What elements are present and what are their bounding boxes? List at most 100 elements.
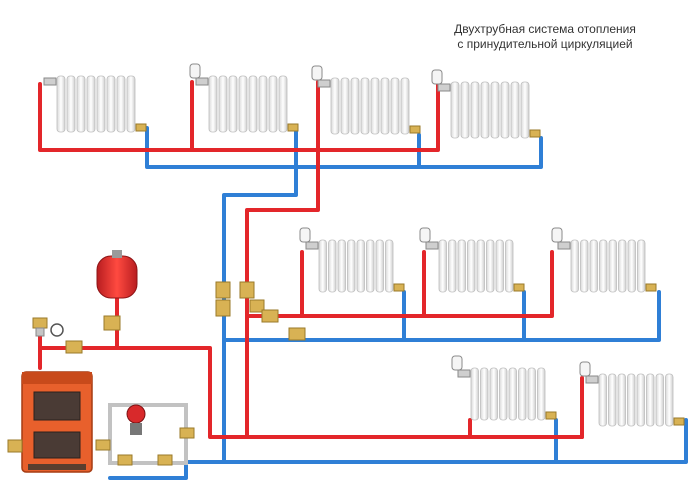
radiator-outlet-valve	[135, 123, 147, 132]
radiator-fin	[218, 75, 228, 133]
radiator-fin	[480, 367, 489, 421]
radiator-fin	[116, 75, 126, 133]
radiator-fin	[375, 239, 384, 293]
radiator-fin	[589, 239, 598, 293]
radiator-fin	[328, 239, 337, 293]
return-pipes	[108, 126, 688, 480]
radiator-fin	[330, 77, 340, 135]
radiator-fin	[608, 239, 617, 293]
expansion-tank	[96, 250, 138, 299]
supply-middle-main	[245, 250, 554, 318]
radiator-fin	[518, 367, 527, 421]
radiator-fin	[636, 373, 645, 427]
radiator-inlet-fitting	[585, 375, 599, 384]
radiator-fin	[618, 239, 627, 293]
thermostatic-head	[311, 65, 323, 81]
radiator-middle-2	[419, 227, 525, 293]
radiator-fin	[617, 373, 626, 427]
thermostatic-head	[579, 361, 591, 377]
radiator-fin	[350, 77, 360, 135]
radiator-top-4	[431, 69, 541, 139]
radiator-fin	[599, 239, 608, 293]
radiator-inlet-fitting	[437, 83, 451, 92]
title-line-1: Двухтрубная система отопления	[454, 22, 636, 36]
radiator-fin	[366, 239, 375, 293]
radiator-fin	[460, 81, 470, 139]
boiler	[21, 371, 93, 473]
return-to-boiler	[108, 460, 188, 480]
radiator-fin	[505, 239, 514, 293]
diagram-title: Двухтрубная система отопления с принудит…	[400, 22, 690, 52]
supply-main-riser	[245, 148, 320, 439]
radiator-fin	[457, 239, 466, 293]
radiator-fin	[627, 239, 636, 293]
thermostatic-head	[419, 227, 431, 243]
radiator-inlet-fitting	[195, 77, 209, 86]
radiator-fin	[390, 77, 400, 135]
radiator-fin	[495, 239, 504, 293]
radiator-fin	[278, 75, 288, 133]
radiator-fin	[66, 75, 76, 133]
radiator-fin	[76, 75, 86, 133]
thermostatic-head	[431, 69, 443, 85]
radiator-fin	[527, 367, 536, 421]
radiator-fin	[537, 367, 546, 421]
radiator-fin	[238, 75, 248, 133]
radiator-fin	[337, 239, 346, 293]
radiator-fin	[580, 239, 589, 293]
radiator-bottom-1	[451, 355, 557, 421]
supply-top-main	[38, 80, 440, 152]
radiator-outlet-valve	[673, 417, 685, 426]
radiator-fin	[370, 77, 380, 135]
radiator-fin	[268, 75, 278, 133]
radiator-fin	[486, 239, 495, 293]
radiator-top-1	[43, 75, 147, 133]
radiator-fin	[520, 81, 530, 139]
radiator-fin	[385, 239, 394, 293]
radiator-fin	[340, 77, 350, 135]
radiator-inlet-fitting	[317, 79, 331, 88]
valves	[7, 281, 306, 453]
radiator-fin	[470, 81, 480, 139]
thermostatic-head	[299, 227, 311, 243]
radiator-outlet-valve	[645, 283, 657, 292]
radiators	[43, 63, 685, 427]
radiator-fin	[380, 77, 390, 135]
safety-group	[32, 317, 64, 337]
radiator-fin	[400, 77, 410, 135]
radiator-fin	[490, 81, 500, 139]
radiator-bottom-2	[579, 361, 685, 427]
radiator-fin	[570, 239, 579, 293]
radiator-fin	[318, 239, 327, 293]
radiator-fin	[208, 75, 218, 133]
radiator-middle-1	[299, 227, 405, 293]
radiator-inlet-fitting	[425, 241, 439, 250]
radiator-outlet-valve	[513, 283, 525, 292]
radiator-fin	[646, 373, 655, 427]
pump-group	[95, 403, 195, 466]
thermostatic-head	[189, 63, 201, 79]
radiator-fin	[450, 81, 460, 139]
radiator-fin	[665, 373, 674, 427]
radiator-outlet-valve	[393, 283, 405, 292]
radiator-outlet-valve	[409, 125, 421, 134]
radiator-fin	[56, 75, 66, 133]
radiator-fin	[476, 239, 485, 293]
return-middle-main	[222, 290, 661, 342]
radiator-fin	[106, 75, 116, 133]
radiator-middle-3	[551, 227, 657, 293]
thermostatic-head	[451, 355, 463, 371]
return-main-bottom	[184, 418, 688, 464]
radiator-inlet-fitting	[43, 77, 57, 86]
radiator-fin	[248, 75, 258, 133]
radiator-fin	[627, 373, 636, 427]
return-top-main	[145, 126, 543, 169]
radiator-fin	[608, 373, 617, 427]
radiator-inlet-fitting	[557, 241, 571, 250]
radiator-inlet-fitting	[305, 241, 319, 250]
radiator-fin	[228, 75, 238, 133]
radiator-fin	[86, 75, 96, 133]
radiator-fin	[126, 75, 136, 133]
